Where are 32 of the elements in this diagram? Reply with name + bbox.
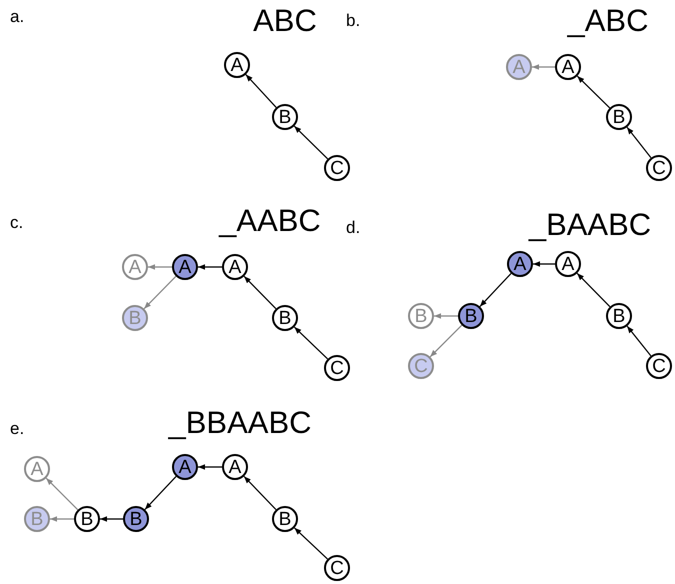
arrow <box>434 313 458 319</box>
panel-letter: b. <box>346 10 360 32</box>
arrow <box>245 74 277 108</box>
panel-letter: c. <box>10 212 24 234</box>
arrow <box>294 326 328 360</box>
arrow <box>144 476 177 510</box>
arrow <box>144 276 176 310</box>
arrow <box>50 516 74 522</box>
arrow <box>576 272 610 308</box>
sequence-title: ABC <box>253 2 317 40</box>
arrow <box>100 516 123 522</box>
arrow <box>244 476 276 510</box>
arrow <box>479 273 512 307</box>
panel-letter: a. <box>10 6 24 28</box>
arrow <box>532 64 555 70</box>
arrow <box>576 76 610 108</box>
arrow <box>198 264 222 270</box>
arrow <box>148 264 172 270</box>
arrow <box>430 324 462 358</box>
arrow <box>244 276 276 310</box>
arrow <box>46 478 78 510</box>
arrow <box>626 326 652 356</box>
panel-letter: d. <box>346 217 360 238</box>
panel-letter: e. <box>10 418 24 440</box>
arrow <box>294 527 328 560</box>
arrow <box>294 126 328 160</box>
sequence-title: _BBAABC <box>168 404 312 442</box>
sequence-title: _AABC <box>219 202 321 240</box>
sequence-title: _BAABC <box>528 206 652 244</box>
arrow <box>198 464 222 470</box>
sequence-title: _ABC <box>568 2 648 40</box>
arrow <box>533 261 555 267</box>
